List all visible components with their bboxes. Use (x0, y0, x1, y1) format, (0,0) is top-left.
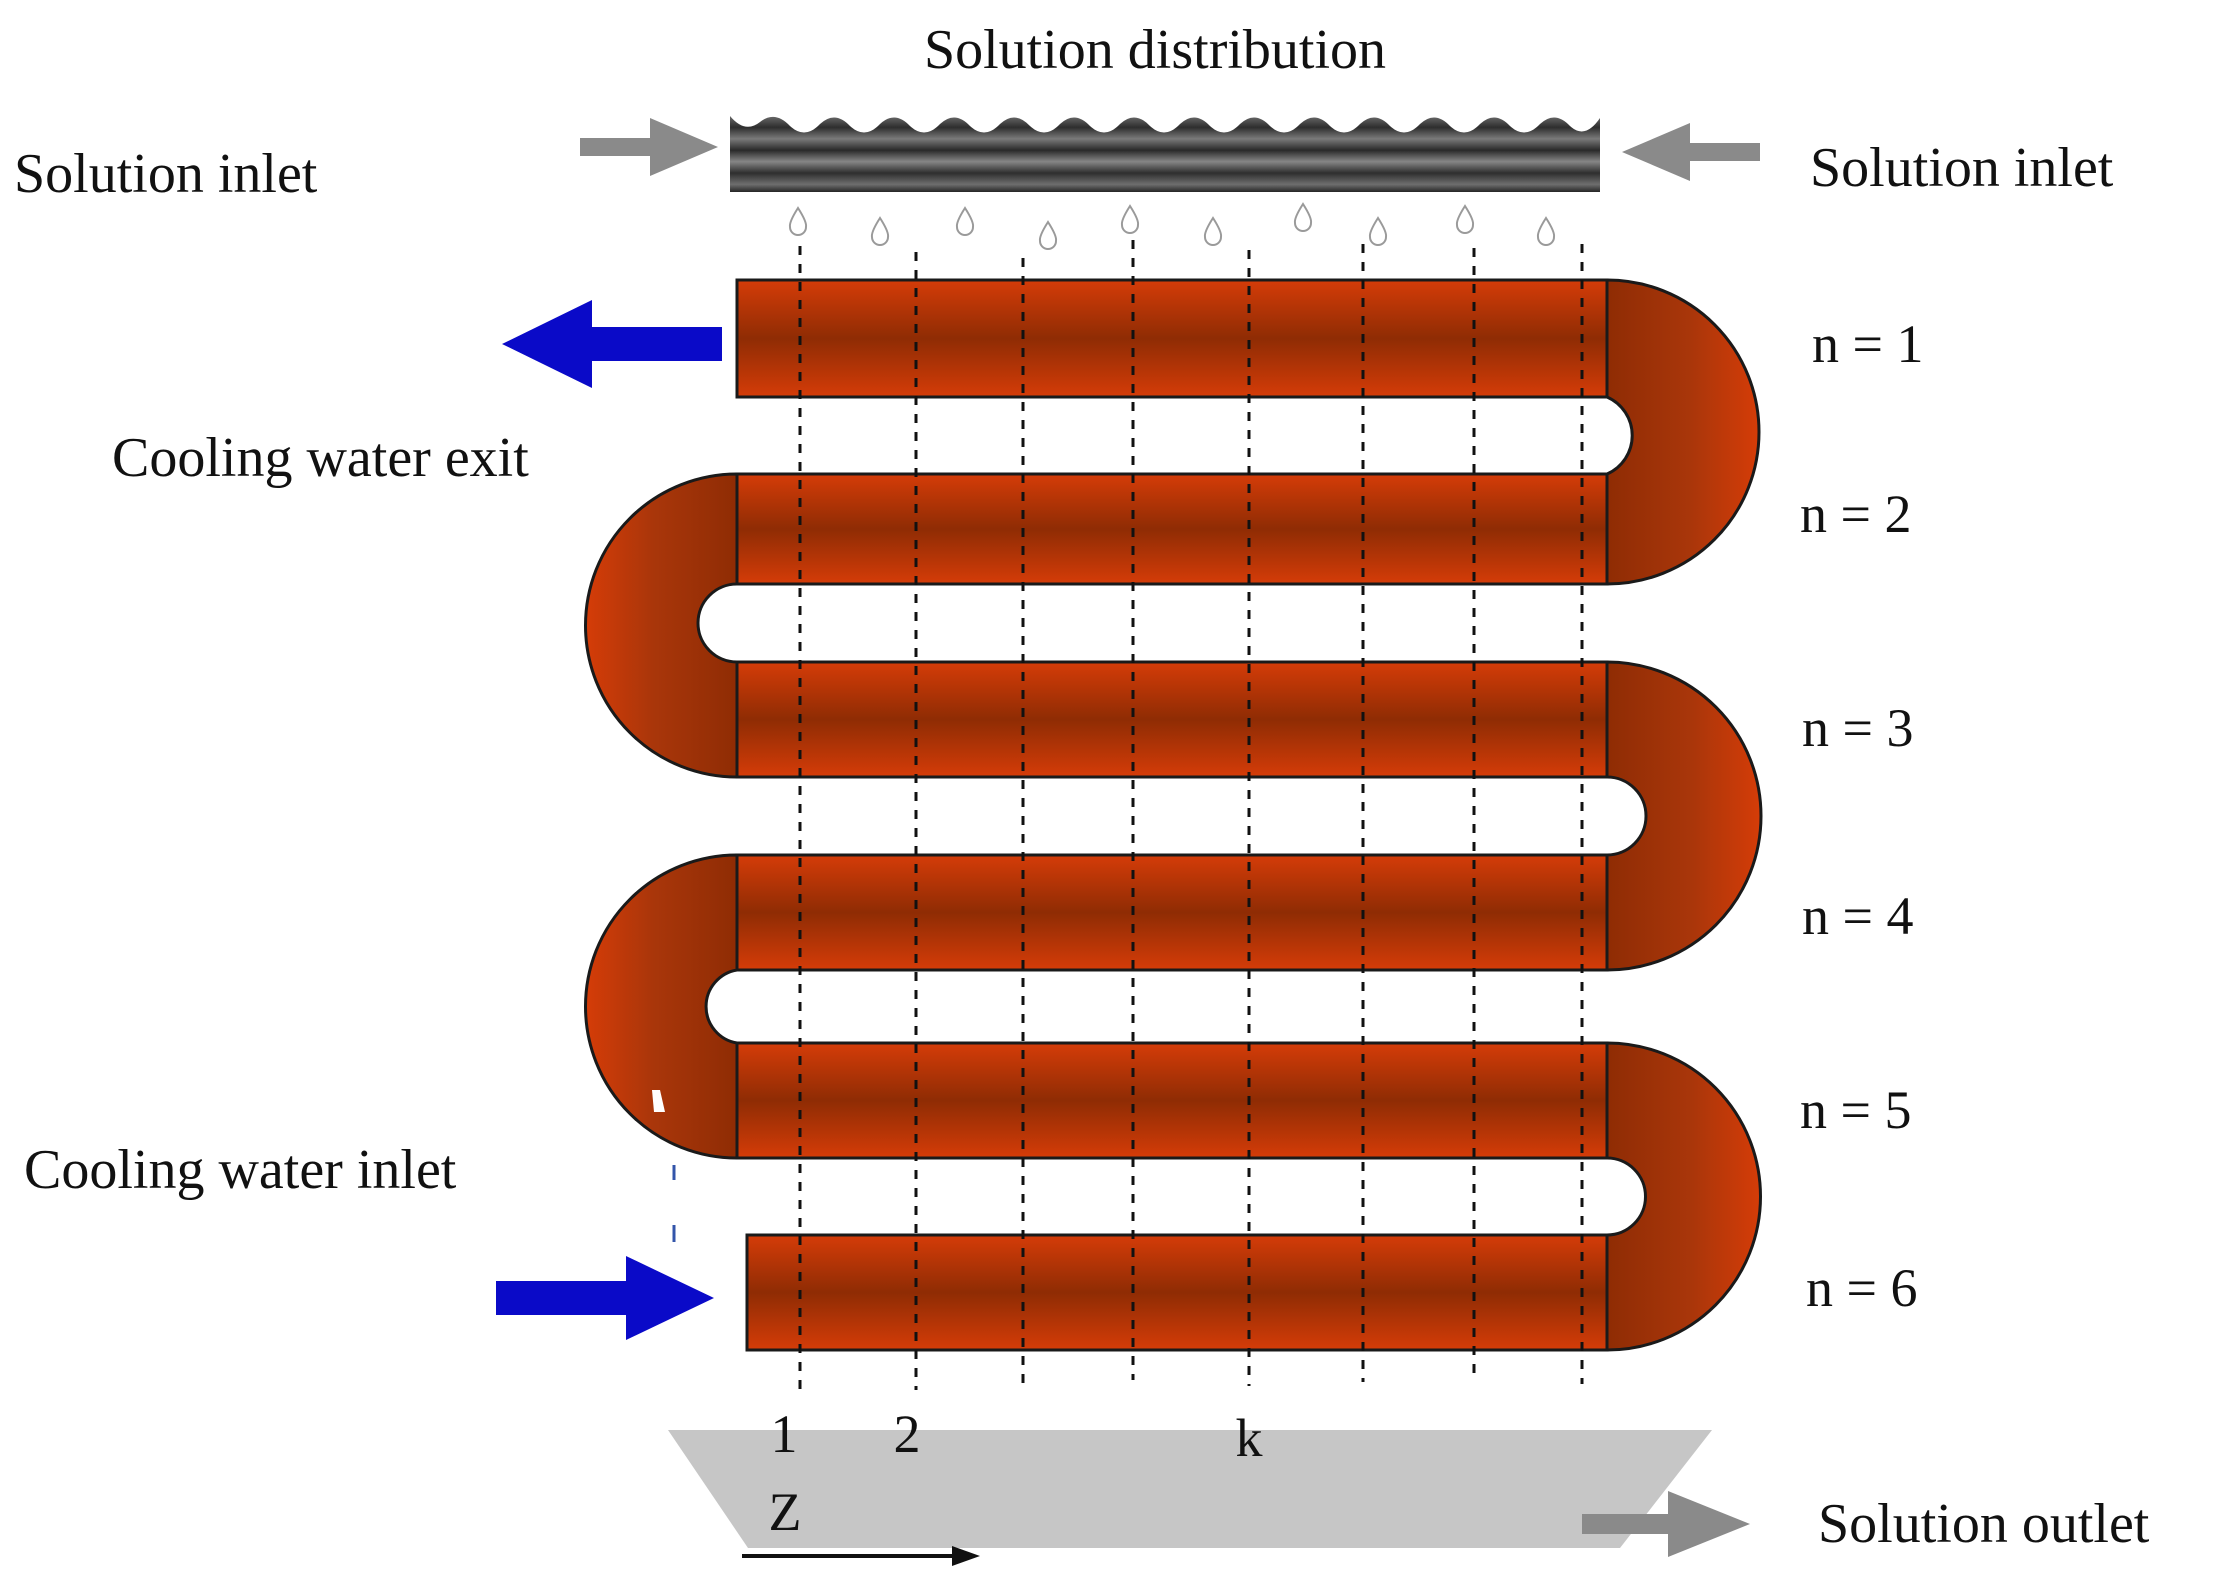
solution-inlet-arrow-left (580, 118, 718, 176)
droplet-icon (1368, 216, 1388, 246)
cooling-water-exit-label: Cooling water exit (112, 427, 529, 489)
droplet-icon (870, 216, 890, 246)
tube-row-1 (735, 278, 1609, 399)
solution-outlet-arrow (1582, 1491, 1750, 1557)
row-label-4: n = 4 (1802, 886, 1913, 946)
tube-row-6 (745, 1233, 1609, 1352)
cooling-water-exit-arrow (502, 300, 722, 388)
segment-index-1: 1 (771, 1404, 798, 1464)
row-label-1: n = 1 (1812, 314, 1923, 374)
row-label-6: n = 6 (1806, 1258, 1917, 1318)
tube-row-5 (735, 1041, 1609, 1160)
cooling-water-inlet-arrow (496, 1256, 714, 1340)
droplet-icon (1536, 216, 1556, 246)
segment-index-k: k (1236, 1408, 1263, 1468)
droplet-icon (955, 206, 975, 236)
solution-inlet-left-label: Solution inlet (14, 143, 318, 205)
tube-row-4 (735, 853, 1609, 972)
tube-bend-left-4-5 (584, 853, 739, 1160)
z-axis-label: Z (769, 1482, 802, 1542)
solution-distribution-label: Solution distribution (924, 19, 1386, 81)
tube-bend-left-2-3 (584, 472, 739, 779)
tube-row-3 (735, 660, 1609, 779)
tube-bend-right-5-6 (1605, 1041, 1762, 1352)
segment-index-2: 2 (894, 1404, 921, 1464)
droplet-icon (1203, 216, 1223, 246)
cooling-water-inlet-label: Cooling water inlet (24, 1139, 457, 1201)
solution-distributor (730, 116, 1600, 192)
droplet-icon (1455, 204, 1475, 234)
solution-droplets (788, 202, 1556, 250)
droplet-icon (1120, 204, 1140, 234)
droplet-icon (788, 206, 808, 236)
serpentine-tube (584, 278, 1763, 1352)
tube-row-2 (735, 472, 1609, 586)
solution-outlet-label: Solution outlet (1818, 1493, 2150, 1555)
row-label-2: n = 2 (1800, 484, 1911, 544)
tube-bend-right-3-4 (1605, 660, 1763, 972)
droplet-icon (1038, 220, 1058, 250)
solution-collecting-tray (668, 1430, 1712, 1548)
droplet-icon (1293, 202, 1313, 232)
solution-inlet-right-label: Solution inlet (1810, 137, 2114, 199)
row-label-5: n = 5 (1800, 1080, 1911, 1140)
segment-dashed-lines (798, 240, 1584, 1398)
z-axis-arrow (742, 1546, 980, 1566)
solution-inlet-arrow-right (1622, 123, 1760, 181)
tube-bend-right-1-2 (1605, 278, 1761, 586)
row-label-3: n = 3 (1802, 698, 1913, 758)
